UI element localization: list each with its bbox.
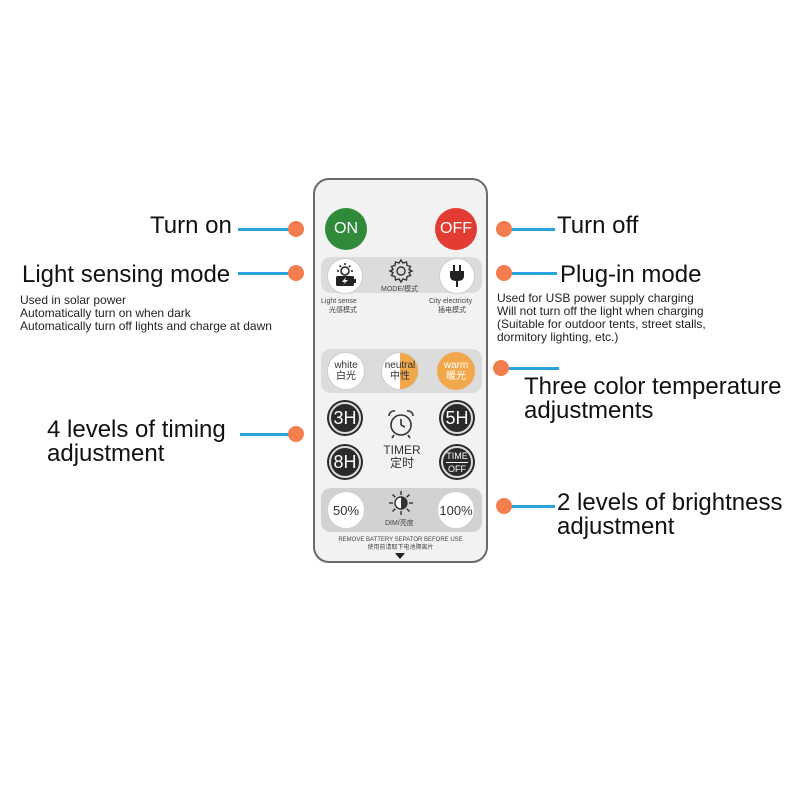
white-light-button[interactable]: white 白光 xyxy=(327,352,365,390)
callout-turn-on: Turn on xyxy=(150,212,232,239)
alarm-clock-icon xyxy=(388,410,414,439)
callout-line: adjustment xyxy=(47,440,165,467)
timer-5h-label: 5H xyxy=(445,408,469,428)
note-line: Automatically turn on when dark xyxy=(20,306,191,320)
callout-dot xyxy=(288,265,304,281)
brightness-50-button[interactable]: 50% xyxy=(327,491,365,529)
arrow-down-icon xyxy=(395,553,405,559)
timer-8h-label: 8H xyxy=(333,452,357,472)
sun-dim-icon xyxy=(389,491,413,515)
brightness-100-button[interactable]: 100% xyxy=(437,491,475,529)
callout-light-sensing: Light sensing mode xyxy=(22,261,231,288)
light-sensing-notes: Used in solar power Automatically turn o… xyxy=(20,294,272,333)
timer-cn: 定时 xyxy=(389,456,414,470)
plug-icon xyxy=(450,265,464,287)
callout-line: Three color temperature xyxy=(524,373,782,400)
warm-light-button[interactable]: warm 暖光 xyxy=(437,352,475,390)
callout-line: adjustments xyxy=(524,397,654,424)
callout-dot xyxy=(496,265,512,281)
light-sense-button[interactable] xyxy=(327,258,363,294)
callout-dot xyxy=(493,360,509,376)
leader-line xyxy=(238,228,290,231)
callout-dot xyxy=(496,498,512,514)
warm-label: warm xyxy=(443,360,469,371)
warm-cn: 暖光 xyxy=(446,371,466,382)
on-button[interactable]: ON xyxy=(325,208,367,250)
timer-label: TIMER xyxy=(383,443,421,457)
neutral-cn: 中性 xyxy=(390,371,410,382)
timer-5h-button[interactable]: 5H xyxy=(441,402,473,434)
callout-line: 4 levels of timing xyxy=(47,416,226,443)
divider xyxy=(446,461,468,463)
timer-off-button[interactable]: TIME OFF xyxy=(441,446,473,478)
callout-brightness: 2 levels of brightness adjustment xyxy=(557,491,782,539)
footer-cn: 使用前请取下电池隔离片 xyxy=(367,545,434,551)
plug-in-notes: Used for USB power supply charging Will … xyxy=(497,292,706,344)
leader-line xyxy=(238,272,290,275)
note-line: dormitory lighting, etc.) xyxy=(497,330,619,344)
callout-plug-in: Plug-in mode xyxy=(560,261,702,288)
white-label: white xyxy=(334,360,358,371)
note-line: (Suitable for outdoor tents, street stal… xyxy=(497,317,706,331)
time-label: TIME xyxy=(446,450,468,461)
gear-icon xyxy=(388,258,414,284)
off-button[interactable]: OFF xyxy=(435,208,477,250)
callout-dot xyxy=(496,221,512,237)
remote-control: ON OFF MODE/模式 Light sense 光感模式 xyxy=(313,178,488,563)
city-electricity-cn: 插电模式 xyxy=(438,307,466,314)
battery-sun-icon xyxy=(336,263,356,286)
leader-line xyxy=(503,367,559,370)
leader-line xyxy=(507,505,555,508)
city-electricity-button[interactable] xyxy=(439,258,475,294)
time-off-label: OFF xyxy=(448,463,466,474)
callout-line: adjustment xyxy=(557,513,675,540)
light-sense-label: Light sense xyxy=(321,298,357,305)
callout-dot xyxy=(288,221,304,237)
callout-color-temp: Three color temperature adjustments xyxy=(524,375,781,423)
white-cn: 白光 xyxy=(336,371,356,382)
callout-dot xyxy=(288,426,304,442)
note-line: Automatically turn off lights and charge… xyxy=(20,319,272,333)
note-line: Will not turn off the light when chargin… xyxy=(497,304,704,318)
neutral-label: neutral xyxy=(384,360,416,371)
note-line: Used in solar power xyxy=(20,293,127,307)
timer-3h-button[interactable]: 3H xyxy=(329,402,361,434)
city-electricity-label: City electricity xyxy=(429,298,473,305)
callout-line: 2 levels of brightness xyxy=(557,489,783,516)
timer-3h-label: 3H xyxy=(333,408,357,428)
footer-en: REMOVE BATTERY SEPATOR BEFORE USE xyxy=(338,537,463,543)
neutral-light-button[interactable]: neutral 中性 xyxy=(381,352,419,390)
dim-label: DIM/亮度 xyxy=(385,520,414,527)
leader-line xyxy=(507,228,555,231)
callout-turn-off: Turn off xyxy=(557,212,639,239)
note-line: Used for USB power supply charging xyxy=(497,291,694,305)
leader-line xyxy=(240,433,290,436)
mode-label: MODE/模式 xyxy=(381,286,418,293)
leader-line xyxy=(507,272,557,275)
timer-8h-button[interactable]: 8H xyxy=(329,446,361,478)
light-sense-cn: 光感模式 xyxy=(329,307,357,314)
callout-timing: 4 levels of timing adjustment xyxy=(47,418,226,466)
